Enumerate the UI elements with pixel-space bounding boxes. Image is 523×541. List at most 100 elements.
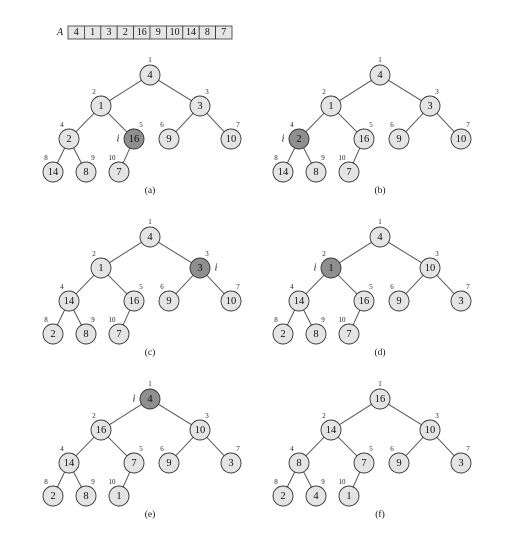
heap-node-index: 9 xyxy=(321,478,325,486)
heap-node: 49 xyxy=(305,478,327,507)
heap-node-value: 4 xyxy=(377,232,383,243)
tree-edge xyxy=(303,147,312,164)
heap-node-index: 3 xyxy=(435,250,439,258)
heap-node: 96 xyxy=(158,283,180,312)
heap-node-circle xyxy=(123,452,145,474)
heap-node-index: 9 xyxy=(321,316,325,324)
heap-node-value: 9 xyxy=(166,458,171,469)
heap-node-circle xyxy=(272,485,294,507)
heap-node-index: 9 xyxy=(321,154,325,162)
heap-node-index: 10 xyxy=(339,154,347,162)
array-cell-value: 8 xyxy=(205,27,210,38)
heap-node: 41 xyxy=(139,56,161,86)
heap-node-index: 6 xyxy=(390,121,394,129)
tree-edge xyxy=(286,147,296,164)
heap-node-circle xyxy=(58,290,80,312)
heap-node-value: 4 xyxy=(147,394,153,405)
tree-edge xyxy=(352,147,361,164)
heap-node-index: 2 xyxy=(92,250,96,258)
heap-node-index: 10 xyxy=(109,154,117,162)
heap-node-index: 2 xyxy=(322,412,326,420)
heap-node-index: 10 xyxy=(339,316,347,324)
heap-node-index: 4 xyxy=(60,121,64,129)
heap-node-circle xyxy=(90,257,112,279)
heap-node: 28 xyxy=(42,316,64,345)
heap-node-circle xyxy=(42,323,64,345)
heap-node-circle xyxy=(288,452,310,474)
tree-edge xyxy=(436,112,455,133)
panel-caption: (c) xyxy=(145,347,156,358)
heap-node: 144 xyxy=(288,283,310,312)
array-cell-value: 7 xyxy=(221,27,226,38)
heap-node-circle xyxy=(338,161,360,183)
heap-node-circle xyxy=(123,290,145,312)
tree-edge xyxy=(303,471,312,488)
heap-node-value: 1 xyxy=(98,263,103,274)
heap-node: 162 xyxy=(90,412,112,441)
heap-node-index: 4 xyxy=(290,121,294,129)
tree-edge xyxy=(73,471,82,488)
heap-node-index: 4 xyxy=(290,283,294,291)
heap-node-circle xyxy=(419,95,441,117)
heap-node: 28 xyxy=(272,478,294,507)
tree-edge xyxy=(175,274,194,295)
heap-node-circle xyxy=(353,128,375,150)
heap-node-circle xyxy=(108,161,130,183)
panel-caption: (e) xyxy=(145,509,156,520)
heap-node: 28 xyxy=(272,316,294,345)
heap-node-index: 7 xyxy=(236,121,240,129)
heap-node-value: 8 xyxy=(296,458,301,469)
tree-edge xyxy=(122,309,131,326)
tree-edge xyxy=(339,403,372,426)
heap-node-value: 9 xyxy=(166,134,171,145)
heap-node-index: 2 xyxy=(92,88,96,96)
tree-edge xyxy=(388,79,422,102)
heap-node-value: 10 xyxy=(456,134,467,145)
heap-node-value: 7 xyxy=(116,329,121,340)
tree-edge xyxy=(305,112,325,133)
heap-node: 1 10 xyxy=(338,478,360,507)
heap-node-value: 3 xyxy=(228,458,233,469)
tree-edge xyxy=(405,436,424,457)
heap-node-value: 4 xyxy=(147,70,153,81)
heap-node-circle xyxy=(108,485,130,507)
heap-node-value: 2 xyxy=(280,329,285,340)
heap-node-index: 10 xyxy=(109,316,117,324)
heap-node-index: 5 xyxy=(369,283,373,291)
heap-node: 96 xyxy=(388,283,410,312)
heap-node-value: 3 xyxy=(427,101,432,112)
heap-node: 148 xyxy=(272,154,294,183)
heap-node-circle xyxy=(338,485,360,507)
heap-node-index: 8 xyxy=(274,316,278,324)
heap-node-index: 3 xyxy=(205,412,209,420)
heap-node-circle xyxy=(388,128,410,150)
heap-node-circle xyxy=(305,161,327,183)
heap-node-value: 14 xyxy=(64,296,75,307)
heap-node-circle xyxy=(369,64,391,86)
heap-node-value: 3 xyxy=(197,101,202,112)
heap-node-circle xyxy=(388,452,410,474)
heap-node-circle xyxy=(353,452,375,474)
tree-edge xyxy=(436,436,455,457)
heap-node: 41 xyxy=(369,218,391,248)
heap-node-index: 10 xyxy=(339,478,347,486)
heap-node: 89 xyxy=(75,316,97,345)
heap-node: 12i xyxy=(314,250,342,279)
tree-edge xyxy=(158,79,192,102)
heap-node-index: 10 xyxy=(109,478,117,486)
tree-edge xyxy=(337,436,358,457)
heap-node: 144 xyxy=(58,283,80,312)
heap-node-value: 1 xyxy=(346,491,351,502)
heap-node-circle xyxy=(288,290,310,312)
heap-node: 103 xyxy=(189,412,211,441)
tree-edge xyxy=(109,79,142,102)
heap-node: 75 xyxy=(353,445,375,474)
heap-node-value: 14 xyxy=(48,167,59,178)
array-cell-value: 4 xyxy=(74,27,79,38)
heap-node: 89 xyxy=(75,154,97,183)
